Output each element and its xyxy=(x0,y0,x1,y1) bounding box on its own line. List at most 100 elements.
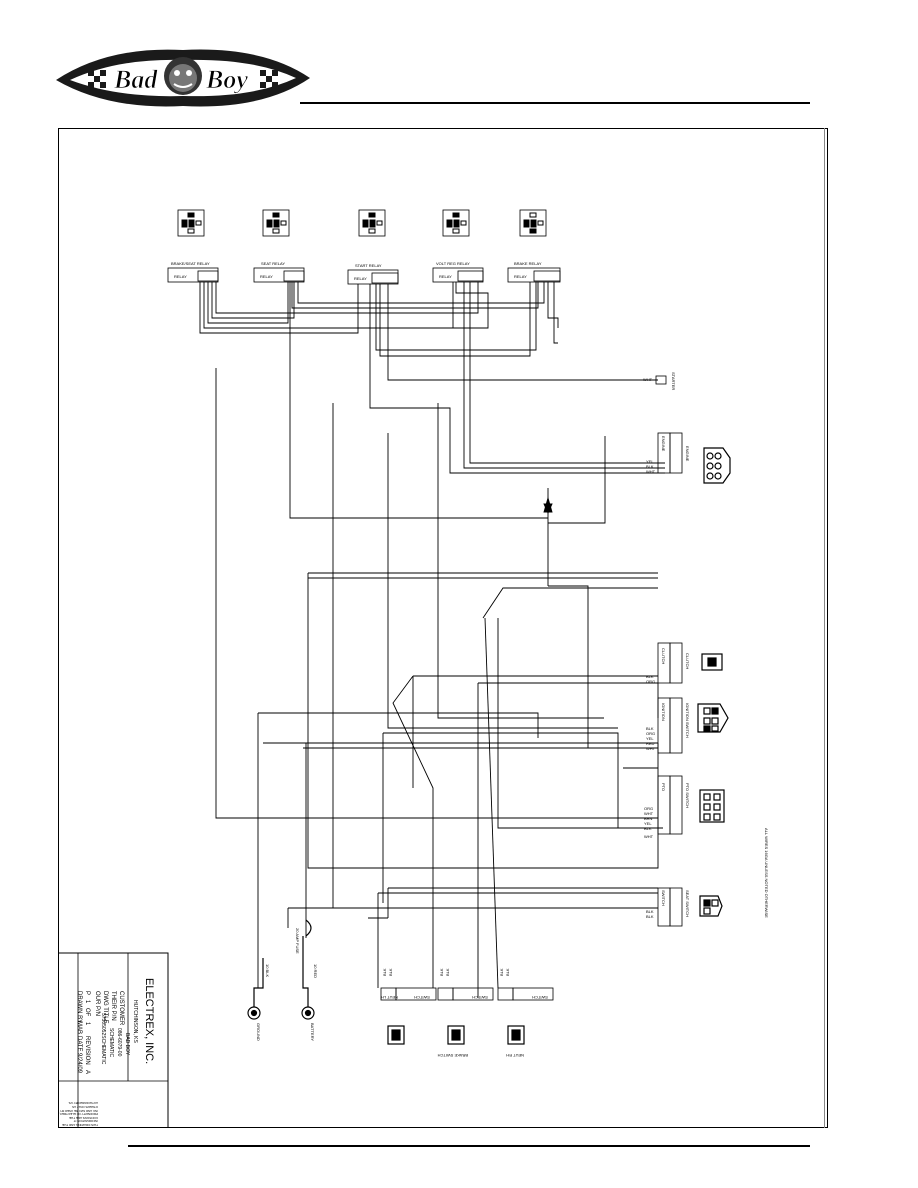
wires xyxy=(199,282,665,998)
relay-pinout-icon xyxy=(442,209,470,237)
relay-title: VOLT REG RELAY xyxy=(436,261,470,266)
connector-pinouts xyxy=(387,447,731,1045)
pto-wire-label: YEL xyxy=(644,821,652,826)
customer-label: CUSTOMER xyxy=(118,991,124,1026)
relay-pinout-icon xyxy=(519,209,547,237)
neutral-lh-label: NEUT LH xyxy=(381,995,398,1000)
engine-wire-label: BLK xyxy=(646,464,654,469)
relay-pinout-icon xyxy=(177,209,205,237)
relay-box-label: RELAY xyxy=(260,274,273,279)
engine-label: ENGINE xyxy=(685,446,690,462)
ignition-wire-label: WHT xyxy=(646,746,656,751)
our-pn-value: 57505052SCHEMATIC xyxy=(100,1013,106,1065)
dwg-title-value: SCHEMATIC xyxy=(108,1028,114,1057)
date-value: 9/24/09 xyxy=(76,1053,82,1074)
neutral-lh-box-label: SWITCH xyxy=(414,995,430,1000)
customer-value: BAD BOY xyxy=(124,1033,130,1056)
page-number: 1 xyxy=(84,1000,90,1004)
page-of-label: OF xyxy=(84,1008,90,1017)
brake-switch-wire-label: BLK xyxy=(439,968,444,976)
relay-box-label: RELAY xyxy=(354,276,367,281)
ground-battery-terminals xyxy=(247,919,315,1020)
relay-title: SEAT RELAY xyxy=(261,261,285,266)
bad-boy-logo: Bad Boy xyxy=(48,40,318,112)
relay-pinout-icons xyxy=(177,209,547,237)
revision-value: A xyxy=(84,1070,90,1074)
engine-box-label: ENGINE xyxy=(661,436,666,452)
engine-wire-label: YEL xyxy=(646,459,654,464)
drawn-by-value: MAB xyxy=(76,1021,82,1034)
neutral-rh-wire-label: BLK xyxy=(499,968,504,976)
relay-box-label: RELAY xyxy=(514,274,527,279)
logo-text-left: Bad xyxy=(113,65,158,94)
clutch-label: CLUTCH xyxy=(685,653,690,669)
wiring-schematic: BRAKE/SEAT RELAY RELAY SEAT RELAY RELAY … xyxy=(58,209,769,1128)
battery-wire-label: 10 RED xyxy=(313,964,318,978)
pto-wire-label: BRN xyxy=(644,816,653,821)
brake-switch-wire-label: BLK xyxy=(445,968,450,976)
connector-labels: STARTER WHT ENGINE ENGINE YEL BLK WHT CL… xyxy=(256,372,769,1058)
pto-label: PTO SWITCH xyxy=(685,783,690,808)
neutral-lh-wire-label: BLK xyxy=(388,968,393,976)
company-city: HUTCHINSON, KS xyxy=(132,1000,138,1043)
disclaimer-text: THIS DRAWING AND THE INFORMATION IT CONT… xyxy=(59,1101,98,1126)
our-pn-label: OUR P/N xyxy=(94,991,100,1016)
clutch-wire-label: BLK xyxy=(646,674,654,679)
relay-title: BRAKE RELAY xyxy=(514,261,542,266)
pto-wire-label: BLK xyxy=(644,826,652,831)
drawing-frame xyxy=(58,128,828,1128)
relay-labels: BRAKE/SEAT RELAY RELAY SEAT RELAY RELAY … xyxy=(171,261,542,281)
relay-title: START RELAY xyxy=(355,263,382,268)
general-note: ALL WIRES 16GA UNLESS NOTED OTHERWISE xyxy=(764,828,769,918)
side-connectors xyxy=(380,375,683,1001)
pto-wire-label: WHT xyxy=(644,834,654,839)
disclaimer-box: THIS DRAWING AND THE INFORMATION IT CONT… xyxy=(59,1101,98,1126)
pto-wire-label: ORG xyxy=(644,806,653,811)
neutral-rh-label: NEUT RH xyxy=(506,1053,524,1058)
frame-edge xyxy=(824,128,825,1128)
ignition-wire-label: YEL xyxy=(646,736,654,741)
relay-blocks xyxy=(167,267,561,285)
ground-label: GROUND xyxy=(256,1023,261,1041)
relay-title: BRAKE/SEAT RELAY xyxy=(171,261,210,266)
title-block: ELECTREX, INC. HUTCHINSON, KS CUSTOMER B… xyxy=(58,952,169,1128)
pto-box-label: PTO xyxy=(661,783,666,791)
dwg-title-label: DWG TITLE xyxy=(102,991,108,1024)
relay-box-label: RELAY xyxy=(174,274,187,279)
seat-wire-label: BLK xyxy=(646,909,654,914)
clutch-wire-label: ORG xyxy=(646,679,655,684)
seat-label: SEAT SWITCH xyxy=(685,890,690,917)
pto-wire-label: WHT xyxy=(644,811,654,816)
ignition-wire-label: ORG xyxy=(646,731,655,736)
ground-wire-label: 10 BLK xyxy=(265,964,270,977)
starter-label: STARTER xyxy=(671,372,676,390)
neutral-rh-box-label: SWITCH xyxy=(532,995,548,1000)
brake-switch-box-label: SWITCH xyxy=(472,995,488,1000)
clutch-box-label: CLUTCH xyxy=(661,648,666,664)
seat-wire-label: BLK xyxy=(646,914,654,919)
ignition-box-label: IGNITION xyxy=(661,703,666,721)
relay-box-label: RELAY xyxy=(439,274,452,279)
logo-text-right: Boy xyxy=(205,65,248,94)
header-rule xyxy=(300,102,810,104)
battery-label: BATTERY xyxy=(310,1023,315,1041)
brake-switch-label: BRAKE SWITCH xyxy=(437,1053,468,1058)
their-pn-label: THEIR P/N xyxy=(110,991,116,1021)
relay-pinout-icon xyxy=(262,209,290,237)
company-name: ELECTREX, INC. xyxy=(143,978,155,1064)
starter-wire-label: WHT xyxy=(643,377,653,382)
date-label: DATE xyxy=(76,1036,82,1052)
drawn-by-label: DRAWN BY xyxy=(76,991,82,1023)
their-pn-value: 086-6079-00 xyxy=(116,1028,122,1057)
footer-rule xyxy=(128,1145,810,1147)
seat-box-label: SWITCH xyxy=(661,890,666,906)
relay-pinout-icon xyxy=(358,209,386,237)
neutral-rh-wire-label: BLK xyxy=(505,968,510,976)
page-count: 1 xyxy=(84,1022,90,1026)
neutral-lh-wire-label: BLK xyxy=(382,968,387,976)
page-label: P xyxy=(84,991,90,995)
fuse-label: 20 AMP FUSE xyxy=(295,928,300,954)
ignition-wire-label: RED xyxy=(646,741,655,746)
ignition-wire-label: BLK xyxy=(646,726,654,731)
logo-graphic: Bad Boy xyxy=(56,49,310,107)
